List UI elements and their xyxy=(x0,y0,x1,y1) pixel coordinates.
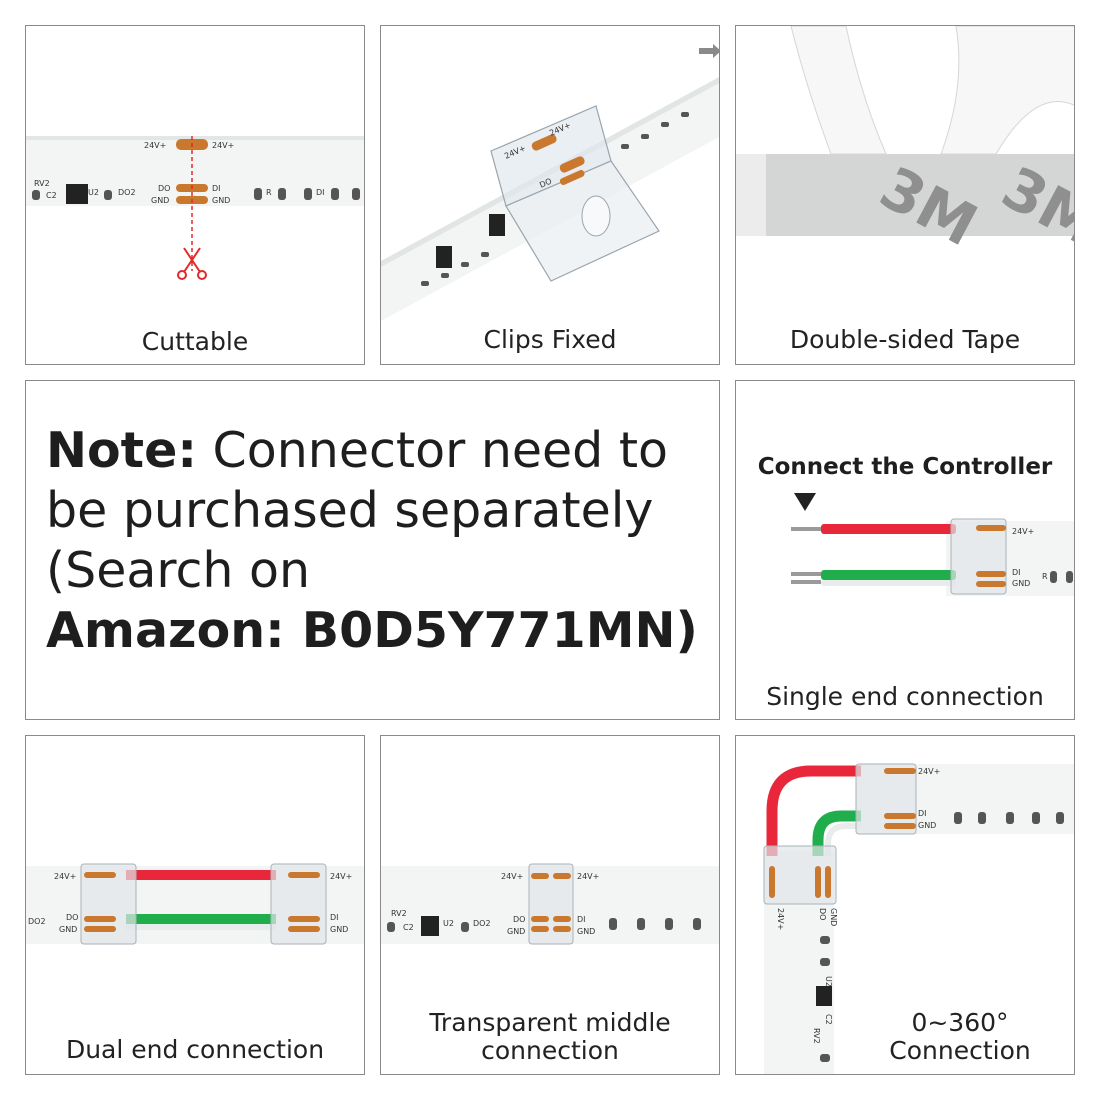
pcb-label: U2 xyxy=(88,188,99,197)
panel-single-end-connection: Connect the Controller 24V+ DI GND R Sin… xyxy=(735,380,1075,720)
pcb-label: C2 xyxy=(46,191,57,200)
panel-cuttable: 24V+ 24V+ DO DI GND GND RV2 C2 U2 DO2 R … xyxy=(25,25,365,365)
panel-double-sided-tape: 3M 3M Double-sided Tape xyxy=(735,25,1075,365)
pcb-label: 24V+ xyxy=(54,872,76,881)
middle-illustration: 24V+ 24V+ DO DI GND GND RV2 C2 U2 DO2 xyxy=(381,863,719,945)
connector xyxy=(528,863,574,945)
chip-icon xyxy=(421,916,439,936)
panel-caption: Cuttable xyxy=(141,327,249,356)
caption-line: connection xyxy=(481,1035,619,1065)
pcb-label: DO xyxy=(158,184,170,193)
panel-note: Note: Connector need to be purchased sep… xyxy=(25,380,720,720)
pcb-label: GND xyxy=(829,908,838,926)
pcb-label: GND xyxy=(59,925,77,934)
red-wire xyxy=(766,765,861,856)
mounting-clip xyxy=(490,105,660,282)
panel-caption: Single end connection xyxy=(766,682,1044,711)
caption-line: Connection xyxy=(889,1035,1031,1065)
green-wire xyxy=(126,914,276,924)
controller-illustration: 24V+ DI GND R xyxy=(791,493,1074,596)
tape-illustration: 3M 3M xyxy=(736,26,1074,259)
pcb-label: C2 xyxy=(824,1014,833,1025)
note-line: (Search on xyxy=(46,542,311,599)
pcb-label: RV2 xyxy=(812,1028,821,1044)
scissors-icon xyxy=(177,247,207,280)
red-wire xyxy=(821,524,956,534)
pcb-label: DO2 xyxy=(473,919,491,928)
panel-caption: Dual end connection xyxy=(65,1035,325,1064)
chip-icon xyxy=(66,184,88,204)
chip-icon xyxy=(816,986,832,1006)
led-strip xyxy=(736,154,1074,236)
pcb-label: DI xyxy=(316,188,325,197)
pcb-label: DI xyxy=(577,915,586,924)
chip-icon xyxy=(436,246,452,268)
pcb-label: DI xyxy=(330,913,339,922)
pcb-label: RV2 xyxy=(391,909,407,918)
pcb-label: GND xyxy=(212,196,230,205)
pcb-label: 24V+ xyxy=(330,872,352,881)
pcb-label: DO xyxy=(818,908,827,920)
pcb-label: DO xyxy=(513,915,525,924)
pcb-label: GND xyxy=(577,927,595,936)
note-line: Connector need to xyxy=(196,422,669,479)
pcb-label: DO xyxy=(66,913,78,922)
pcb-label: U2 xyxy=(443,919,454,928)
dual-illustration: 24V+ 24V+ DO DI GND GND DO2 xyxy=(26,863,364,945)
pcb-label: C2 xyxy=(403,923,414,932)
pcb-label: GND xyxy=(151,196,169,205)
pcb-label: DI xyxy=(918,809,927,818)
panel-clips-fixed: 24V+ 24V+ DO Clips Fixed xyxy=(380,25,720,365)
panel-dual-end-connection: 24V+ 24V+ DO DI GND GND DO2 Dual end con… xyxy=(25,735,365,1075)
panel-transparent-middle-connection: 24V+ 24V+ DO DI GND GND RV2 C2 U2 DO2 Tr… xyxy=(380,735,720,1075)
angle-illustration: 24V+ DI GND 24V+ DO GND U2 C2 RV2 xyxy=(763,763,1074,1074)
pcb-label: 24V+ xyxy=(144,141,166,150)
note-text: Note: Connector need to be purchased sep… xyxy=(46,421,706,661)
pcb-label: 24V+ xyxy=(577,872,599,881)
pcb-label: 24V+ xyxy=(1012,527,1034,536)
note-line: be purchased separately xyxy=(46,482,654,539)
tape-liner xyxy=(790,26,887,155)
pcb-label: 24V+ xyxy=(212,141,234,150)
pcb-label: R xyxy=(1042,572,1048,581)
pcb-label: DO2 xyxy=(28,917,46,926)
green-wire xyxy=(821,570,956,580)
panel-title: Connect the Controller xyxy=(757,454,1053,480)
pcb-label: DI xyxy=(212,184,221,193)
pcb-label: RV2 xyxy=(34,179,50,188)
red-wire xyxy=(126,870,276,880)
connector xyxy=(270,863,327,945)
pcb-label: 24V+ xyxy=(501,872,523,881)
arrow-icon xyxy=(699,44,719,58)
pcb-label: GND xyxy=(918,821,936,830)
panel-caption: Double-sided Tape xyxy=(789,325,1021,354)
pcb-label: GND xyxy=(330,925,348,934)
green-wire xyxy=(812,810,861,856)
caption-line: Transparent middle xyxy=(429,1008,671,1037)
tape-liner xyxy=(940,26,1074,155)
clips-illustration: 24V+ 24V+ DO xyxy=(381,44,719,321)
pcb-label: R xyxy=(266,188,272,197)
pcb-label: DI xyxy=(1012,568,1021,577)
pointer-icon xyxy=(794,493,816,511)
pcb-label: U2 xyxy=(824,976,833,987)
pcb-label: GND xyxy=(1012,579,1030,588)
panel-caption: Clips Fixed xyxy=(483,325,617,354)
pcb-label: 24V+ xyxy=(776,908,785,930)
pcb-label: DO2 xyxy=(118,188,136,197)
panel-angle-connection: 24V+ DI GND 24V+ DO GND U2 C2 RV2 0~360°… xyxy=(735,735,1075,1075)
caption-line: 0~360° xyxy=(911,1008,1009,1037)
panel-caption: Transparent middle connection xyxy=(381,1009,719,1064)
connector xyxy=(80,863,137,945)
note-label: Note: xyxy=(46,422,197,479)
cuttable-illustration: 24V+ 24V+ DO DI GND GND RV2 C2 U2 DO2 R … xyxy=(26,136,364,280)
pcb-label: 24V+ xyxy=(918,767,940,776)
pcb-label: GND xyxy=(507,927,525,936)
panel-caption: 0~360° Connection xyxy=(856,1009,1064,1064)
note-asin: Amazon: B0D5Y771MN) xyxy=(46,602,698,659)
chip-icon xyxy=(489,214,505,236)
